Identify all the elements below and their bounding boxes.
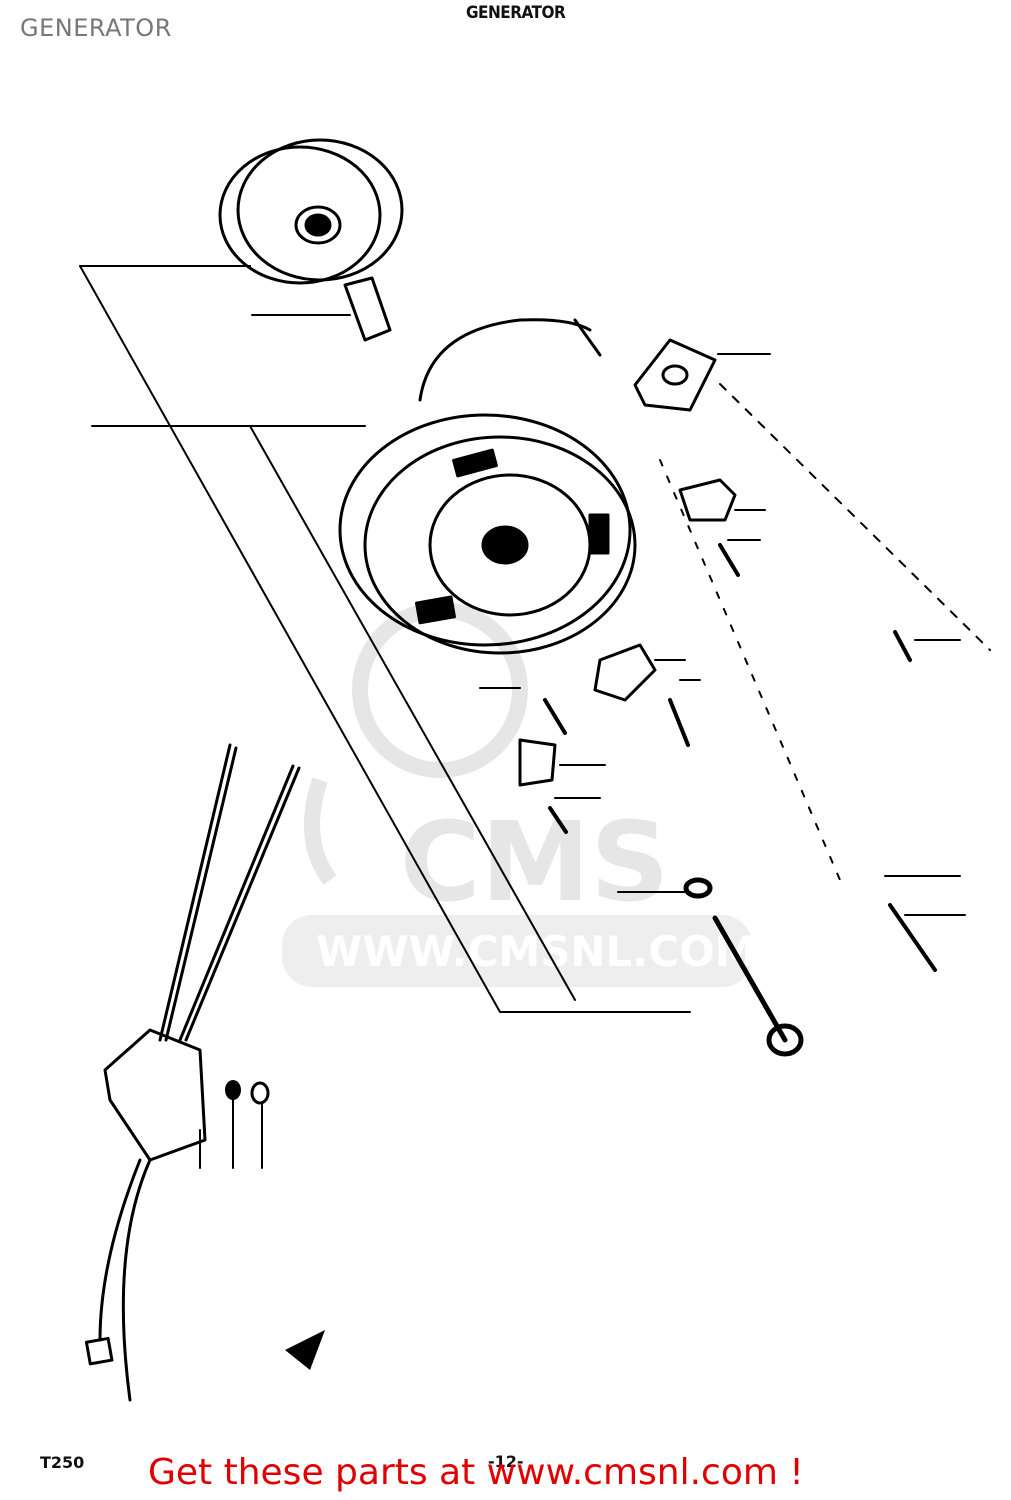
rotor-hub-shaft bbox=[343, 276, 392, 342]
flywheel-rotor bbox=[218, 138, 404, 285]
grommet-block bbox=[633, 338, 717, 412]
page-title: GENERATOR bbox=[20, 14, 172, 42]
leader-lines bbox=[199, 265, 966, 1169]
model-code: T250 bbox=[40, 1453, 85, 1472]
ignition-coil bbox=[84, 743, 301, 1402]
long-bolt bbox=[683, 877, 804, 1057]
page-number: -12- bbox=[488, 1452, 524, 1471]
watermark-logo-text: CMS bbox=[400, 798, 669, 926]
stator-plate bbox=[338, 318, 637, 655]
screws bbox=[543, 543, 937, 972]
footer-parts-link[interactable]: Get these parts at www.cmsnl.com ! bbox=[148, 1452, 804, 1493]
coil-bracket bbox=[285, 1330, 325, 1370]
watermark-banner bbox=[282, 915, 752, 987]
coil-washers bbox=[225, 1080, 270, 1105]
diagram-title: GENERATOR bbox=[466, 3, 566, 23]
contact-breaker bbox=[518, 478, 737, 787]
watermark-url-text: WWW.CMSNL.COM bbox=[316, 927, 757, 976]
